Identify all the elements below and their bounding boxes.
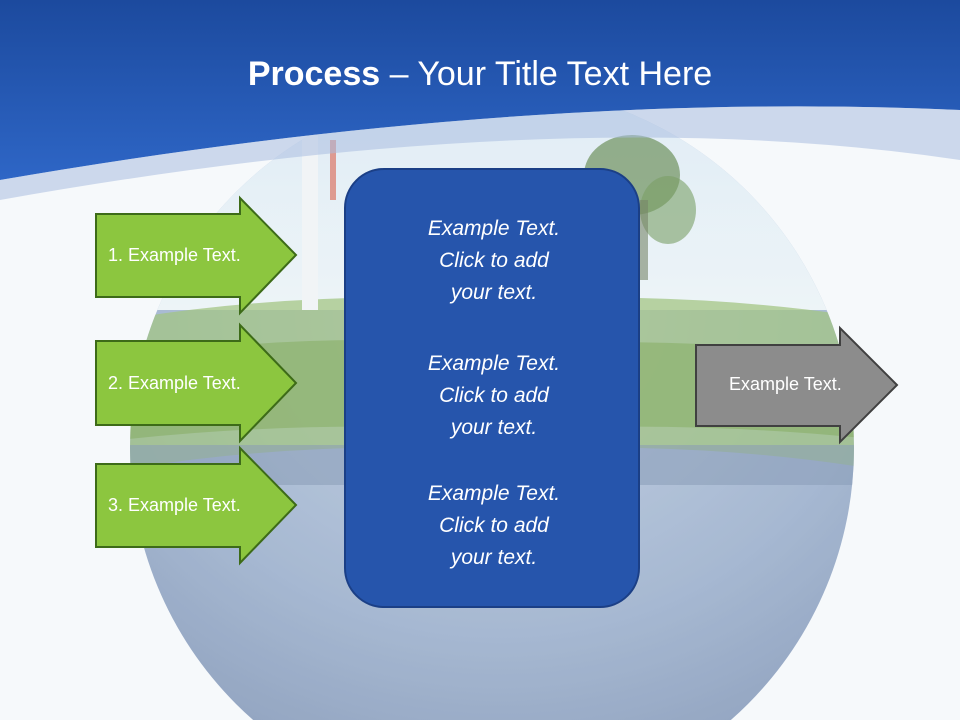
center-item-2-line3: your text. [450, 416, 538, 439]
right-arrow-label: Example Text. [729, 374, 842, 394]
center-text-box[interactable]: Example Text. Click to add your text. Ex… [344, 168, 640, 608]
center-item-3-line3: your text. [450, 546, 538, 569]
center-item-2: Example Text. Click to add your text. [346, 348, 642, 444]
center-item-1-line1: Example Text. [427, 217, 561, 240]
center-item-3-line1: Example Text. [427, 482, 561, 505]
center-item-2-line1: Example Text. [427, 352, 561, 375]
center-item-3: Example Text. Click to add your text. [346, 478, 642, 574]
center-item-3-line2: Click to add [439, 514, 549, 537]
slide-title[interactable]: Process – Your Title Text Here [0, 52, 960, 96]
right-arrow-shape[interactable] [695, 325, 899, 445]
title-bold: Process [247, 55, 381, 93]
left-arrow-3-label: 3. Example Text. [108, 495, 241, 515]
left-arrow-1-label: 1. Example Text. [108, 245, 241, 265]
left-arrow-2-label: 2. Example Text. [108, 373, 241, 393]
title-rest: – Your Title Text Here [380, 55, 713, 93]
left-arrow-3-shape[interactable] [95, 445, 298, 566]
center-item-1: Example Text. Click to add your text. [346, 213, 642, 309]
center-item-1-line3: your text. [450, 281, 538, 304]
left-arrow-2-shape[interactable] [95, 322, 298, 444]
left-arrow-1-shape[interactable] [95, 195, 298, 316]
center-item-1-line2: Click to add [439, 249, 549, 272]
center-item-2-line2: Click to add [439, 384, 549, 407]
